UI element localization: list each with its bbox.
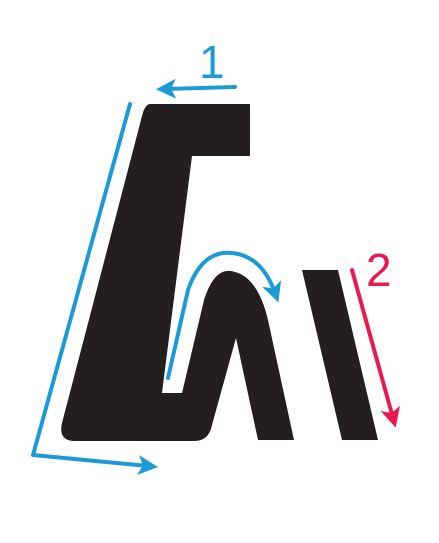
stroke-1-top-arrow <box>156 78 237 99</box>
stroke-2-number: 2 <box>366 244 392 296</box>
stroke-1-hump-arrow <box>166 250 282 380</box>
stroke-1-outline-arrow <box>31 102 158 476</box>
stroke-1-number: 1 <box>199 36 225 88</box>
stroke-2-arrow <box>350 268 400 428</box>
glyph-stroke-1-shape <box>61 104 294 441</box>
glyph-stroke-2-shape <box>302 270 378 440</box>
